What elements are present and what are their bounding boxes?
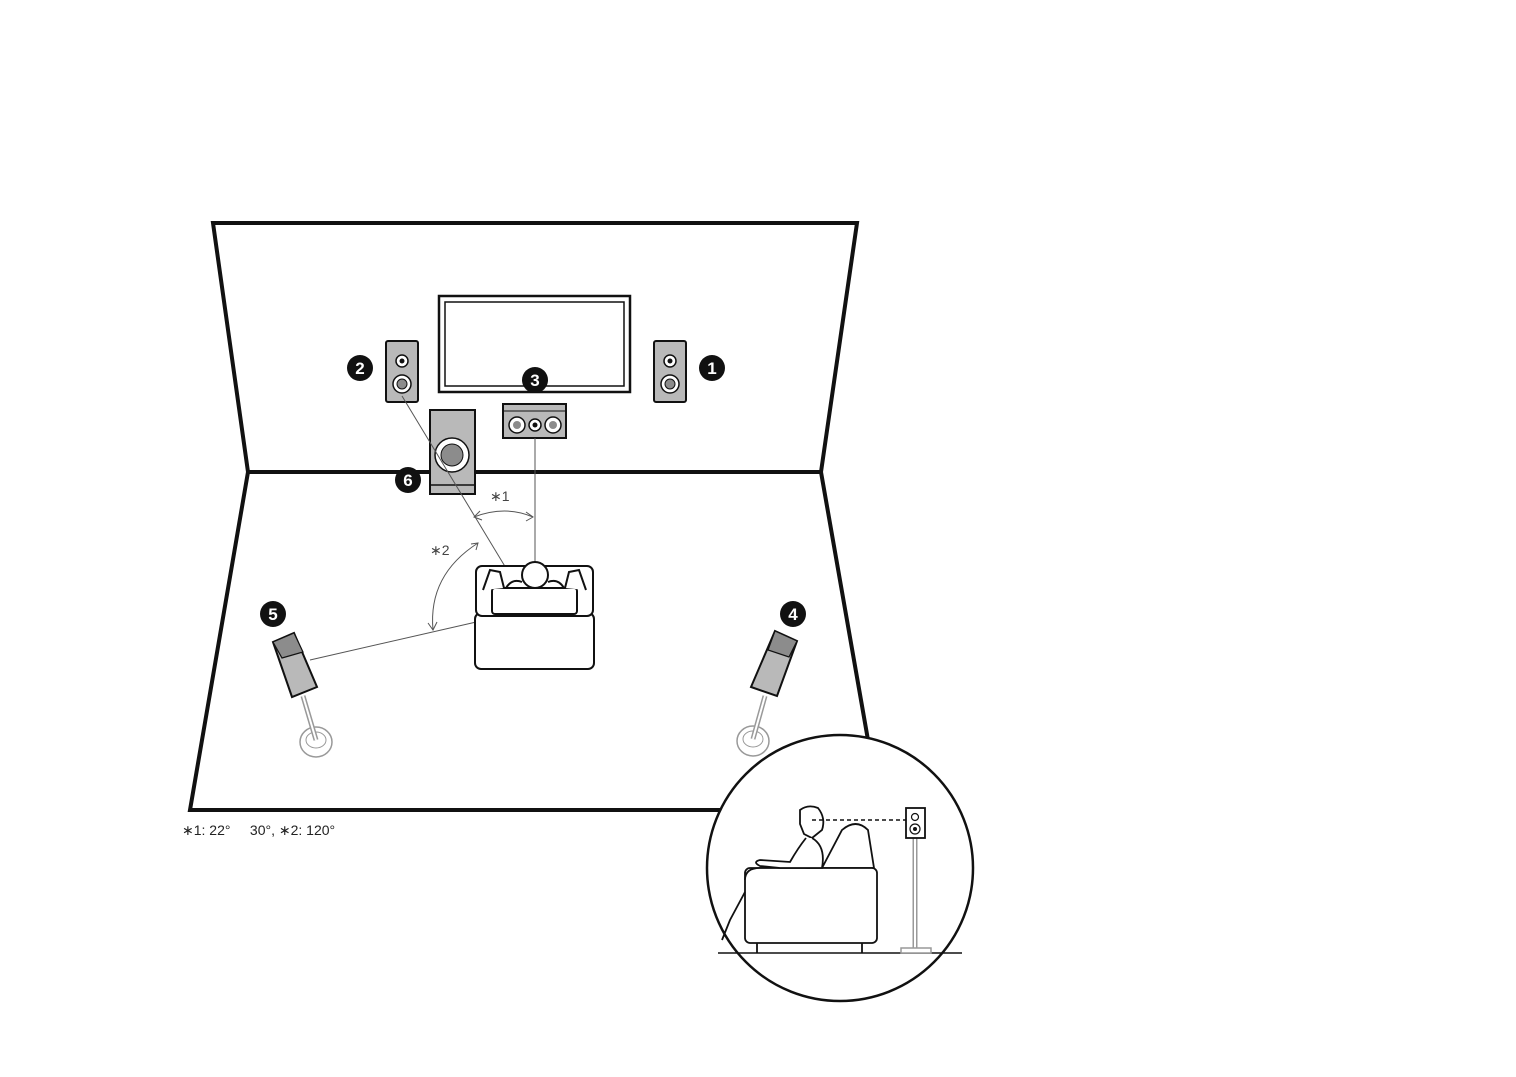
- angle-arc-1: [473, 510, 534, 518]
- angle-footnote: ∗1: 22° 30°, ∗2: 120°: [182, 822, 336, 838]
- front-right-speaker: [653, 340, 687, 403]
- angle-mark-1: ∗1: [490, 488, 510, 504]
- badge-surround-left: 5: [260, 601, 286, 627]
- badge-front-right: 1: [699, 355, 725, 381]
- line-to-front-left: [401, 395, 513, 579]
- listening-lines: [309, 395, 536, 661]
- side-view-inset: [705, 733, 975, 1003]
- badge-front-right-label: 1: [707, 359, 716, 378]
- front-left-speaker: [385, 340, 419, 403]
- badge-surround-right-label: 4: [788, 605, 798, 624]
- tv: [437, 294, 632, 394]
- subwoofer: [429, 409, 476, 495]
- armchair: [744, 823, 878, 953]
- badge-subwoofer-label: 6: [403, 471, 412, 490]
- badge-front-left-label: 2: [355, 359, 364, 378]
- center-speaker: [502, 403, 567, 439]
- badge-center: 3: [522, 367, 548, 393]
- badge-center-label: 3: [530, 371, 539, 390]
- badge-front-left: 2: [347, 355, 373, 381]
- floor-left: [187, 471, 720, 812]
- badge-surround-right: 4: [780, 601, 806, 627]
- badge-surround-left-label: 5: [268, 605, 277, 624]
- sofa-with-listener: [474, 561, 595, 670]
- angle-mark-2: ∗2: [430, 542, 450, 558]
- stand-speaker: [900, 807, 932, 954]
- angle-arc-2: [432, 542, 479, 631]
- badge-subwoofer: 6: [395, 467, 421, 493]
- surround-right-speaker: [736, 629, 799, 757]
- back-wall: [210, 221, 860, 473]
- line-to-surround-left: [309, 619, 486, 661]
- listener-side-view: [721, 805, 825, 941]
- surround-left-speaker: [271, 631, 333, 758]
- arrowheads: [427, 510, 534, 631]
